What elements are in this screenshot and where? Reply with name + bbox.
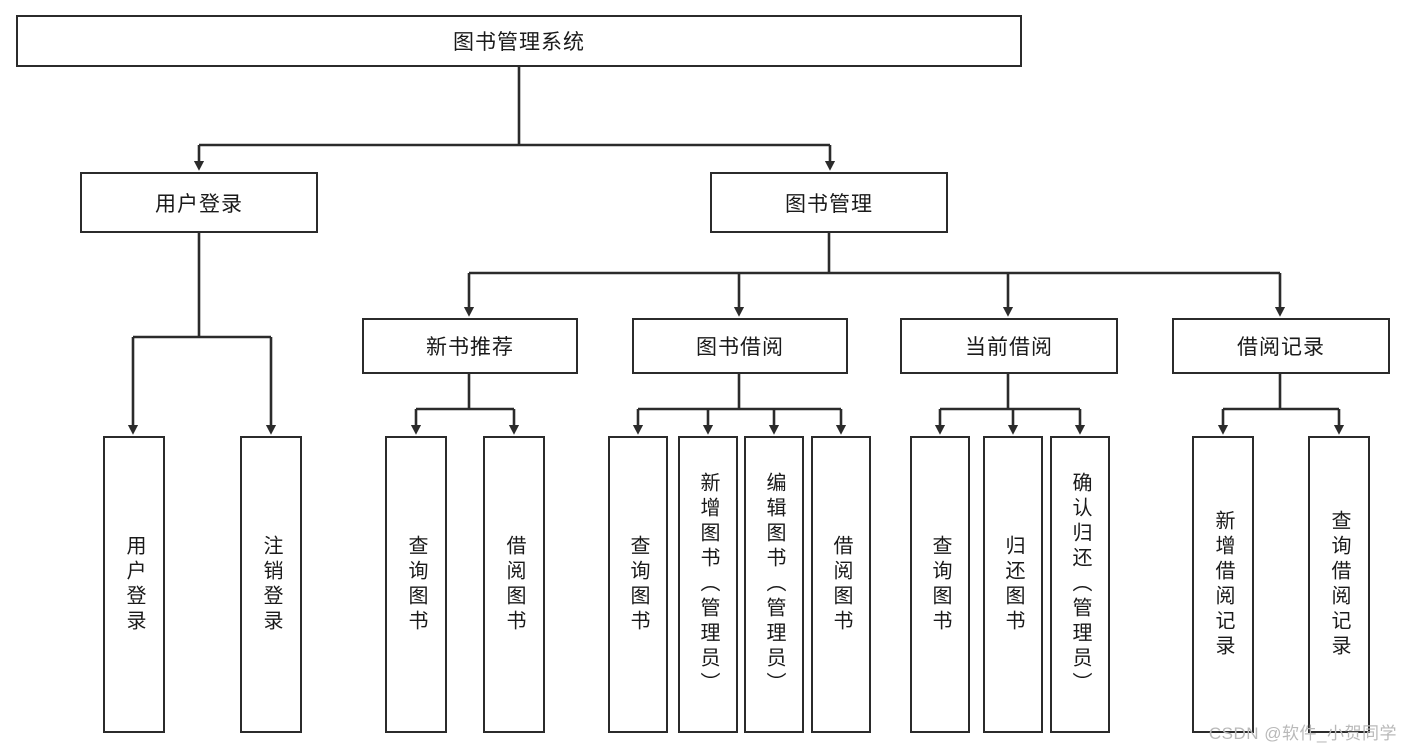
- leaf-edit-book[interactable]: 编辑图书（管理员）: [744, 436, 804, 733]
- node-root-label: 图书管理系统: [453, 31, 585, 54]
- leaf-query-record-label: 查询借阅记录: [1328, 509, 1350, 660]
- node-user-login-label: 用户登录: [155, 192, 243, 216]
- leaf-query-book-borrow-label: 查询图书: [627, 534, 649, 635]
- leaf-edit-book-label: 编辑图书（管理员）: [763, 472, 785, 697]
- node-current-borrow-label: 当前借阅: [965, 336, 1053, 359]
- leaf-query-record[interactable]: 查询借阅记录: [1308, 436, 1370, 733]
- leaf-logout[interactable]: 注销登录: [240, 436, 302, 733]
- leaf-user-login-label: 用户登录: [123, 534, 145, 635]
- leaf-query-book-recommend-label: 查询图书: [405, 534, 427, 635]
- node-root[interactable]: 图书管理系统: [16, 15, 1022, 67]
- leaf-add-book-label: 新增图书（管理员）: [697, 472, 719, 697]
- leaf-query-book-current[interactable]: 查询图书: [910, 436, 970, 733]
- node-book-borrow-label: 图书借阅: [696, 336, 784, 359]
- node-user-login[interactable]: 用户登录: [80, 172, 318, 233]
- leaf-add-book[interactable]: 新增图书（管理员）: [678, 436, 738, 733]
- leaf-query-book-borrow[interactable]: 查询图书: [608, 436, 668, 733]
- leaf-borrow-book-label: 借阅图书: [830, 534, 852, 635]
- node-borrow-record[interactable]: 借阅记录: [1172, 318, 1390, 374]
- leaf-borrow-book[interactable]: 借阅图书: [811, 436, 871, 733]
- node-book-manage[interactable]: 图书管理: [710, 172, 948, 233]
- leaf-logout-label: 注销登录: [260, 534, 282, 635]
- node-current-borrow[interactable]: 当前借阅: [900, 318, 1118, 374]
- leaf-add-record[interactable]: 新增借阅记录: [1192, 436, 1254, 733]
- leaf-user-login[interactable]: 用户登录: [103, 436, 165, 733]
- leaf-return-book-label: 归还图书: [1002, 534, 1024, 635]
- node-book-borrow[interactable]: 图书借阅: [632, 318, 848, 374]
- leaf-confirm-return[interactable]: 确认归还（管理员）: [1050, 436, 1110, 733]
- node-new-book-recommend-label: 新书推荐: [426, 336, 514, 359]
- watermark: CSDN @软件_小贺同学: [1208, 724, 1397, 743]
- leaf-query-book-recommend[interactable]: 查询图书: [385, 436, 447, 733]
- leaf-query-book-current-label: 查询图书: [929, 534, 951, 635]
- node-book-manage-label: 图书管理: [785, 192, 873, 216]
- leaf-confirm-return-label: 确认归还（管理员）: [1069, 472, 1091, 697]
- leaf-borrow-book-recommend[interactable]: 借阅图书: [483, 436, 545, 733]
- leaf-borrow-book-recommend-label: 借阅图书: [503, 534, 525, 635]
- leaf-add-record-label: 新增借阅记录: [1212, 509, 1234, 660]
- leaf-return-book[interactable]: 归还图书: [983, 436, 1043, 733]
- node-new-book-recommend[interactable]: 新书推荐: [362, 318, 578, 374]
- node-borrow-record-label: 借阅记录: [1237, 336, 1325, 359]
